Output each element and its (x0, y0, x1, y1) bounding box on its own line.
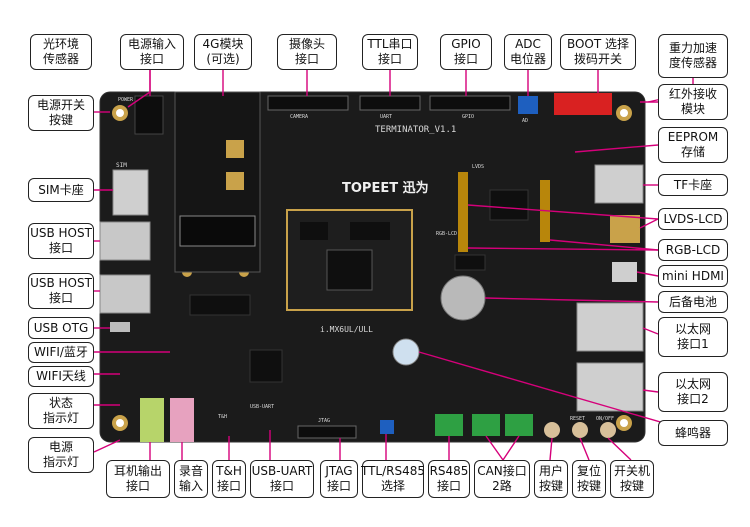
silk-sim: SIM (116, 162, 127, 169)
label-lvds: LVDS-LCD (658, 208, 728, 230)
label-usb-otg: USB OTG (28, 317, 94, 339)
silk-uart: UART (380, 114, 392, 120)
onoff-button-part (600, 422, 616, 438)
label-4g-module: 4G模块 (可选) (194, 34, 252, 70)
label-ttl-serial: TTL串口 接口 (362, 34, 418, 70)
label-sim: SIM卡座 (28, 178, 94, 202)
board-chip: i.MX6UL/ULL (320, 325, 373, 334)
power-jack (134, 95, 164, 135)
can-terminal-1 (472, 414, 500, 436)
sim-slot (112, 169, 149, 216)
reset-button-part (572, 422, 588, 438)
camera-header (267, 95, 349, 111)
label-usb-uart: USB-UART 接口 (250, 460, 314, 498)
label-th: T&H 接口 (212, 460, 246, 498)
label-power-switch: 电源开关 按键 (28, 95, 94, 131)
label-mini-hdmi: mini HDMI (658, 265, 728, 287)
gpio-header (429, 95, 511, 111)
label-status-led: 状态 指示灯 (28, 393, 94, 429)
label-ttl-rs485: TTL/RS485 选择 (361, 460, 425, 498)
uart-header (359, 95, 421, 111)
silk-onoff: ON/OFF (596, 416, 614, 422)
rs485-terminal (435, 414, 463, 436)
ethernet-port-1 (576, 302, 644, 352)
boot-dip-switch (554, 93, 612, 115)
label-tf: TF卡座 (658, 174, 728, 196)
adc-pot (518, 96, 538, 114)
label-headphone: 耳机输出 接口 (106, 460, 170, 498)
label-rgb: RGB-LCD (658, 239, 728, 261)
silk-th: T&H (218, 414, 227, 420)
silk-lvds: LVDS (472, 164, 484, 170)
label-user-key: 用户 按键 (534, 460, 568, 498)
usb-otg-port (110, 322, 130, 332)
can-terminal-2 (505, 414, 533, 436)
user-button-part (544, 422, 560, 438)
record-jack (170, 398, 194, 442)
board-model: TERMINATOR_V1.1 (375, 125, 456, 135)
buzzer-part (392, 338, 420, 366)
hdmi-port (610, 215, 640, 243)
label-boot-switch: BOOT 选择 拨码开关 (560, 34, 636, 70)
label-power-key: 开关机 按键 (610, 460, 654, 498)
label-gravity-sensor: 重力加速 度传感器 (658, 34, 728, 78)
label-eeprom: EEPROM 存储 (658, 127, 728, 163)
silk-power: POWER (118, 97, 134, 103)
label-usb-host-1: USB HOST 接口 (28, 223, 94, 259)
tf-slot (594, 164, 644, 204)
ethernet-port-2 (576, 362, 644, 412)
backup-battery (440, 275, 486, 321)
headphone-jack (140, 398, 164, 442)
label-adc: ADC 电位器 (504, 34, 552, 70)
board-brand: TOPEET 迅为 (342, 180, 429, 196)
lvds-fpc (458, 172, 468, 252)
label-light-sensor: 光环境 传感器 (30, 34, 92, 70)
silk-usb-uart: USB-UART (250, 404, 274, 410)
label-battery: 后备电池 (658, 291, 728, 313)
label-ethernet-1: 以太网 接口1 (658, 317, 728, 357)
pointer-lines (93, 68, 694, 461)
label-jtag: JTAG 接口 (320, 460, 358, 498)
label-usb-host-2: USB HOST 接口 (28, 273, 94, 309)
label-buzzer: 蜂鸣器 (658, 420, 728, 446)
label-camera: 摄像头 接口 (277, 34, 337, 70)
ttl-rs485-jumper (380, 420, 394, 434)
silk-gpio: GPIO (462, 114, 474, 120)
label-can: CAN接口 2路 (474, 460, 530, 498)
usb-host-port-1 (99, 221, 151, 261)
label-power-input: 电源输入 接口 (120, 34, 184, 70)
silk-reset: RESET (570, 416, 585, 422)
silk-camera: CAMERA (290, 114, 308, 120)
label-ethernet-2: 以太网 接口2 (658, 372, 728, 412)
mini-hdmi-port (612, 262, 637, 282)
label-rs485: RS485 接口 (428, 460, 470, 498)
label-wifi-antenna: WIFI天线 (28, 366, 94, 387)
usb-host-port-2 (99, 274, 151, 314)
silk-jtag: JTAG (318, 418, 330, 424)
silk-rgb-lcd: RGB-LCD (436, 231, 457, 237)
label-reset-key: 复位 按键 (572, 460, 606, 498)
label-gpio: GPIO 接口 (440, 34, 492, 70)
soc-chip (326, 249, 373, 291)
label-ir-module: 红外接收 模块 (658, 84, 728, 120)
silk-ad: AD (522, 118, 528, 124)
label-power-led: 电源 指示灯 (28, 437, 94, 473)
label-wifi-bt: WIFI/蓝牙 (28, 342, 94, 363)
jtag-header (297, 425, 357, 439)
label-record: 录音 输入 (174, 460, 208, 498)
